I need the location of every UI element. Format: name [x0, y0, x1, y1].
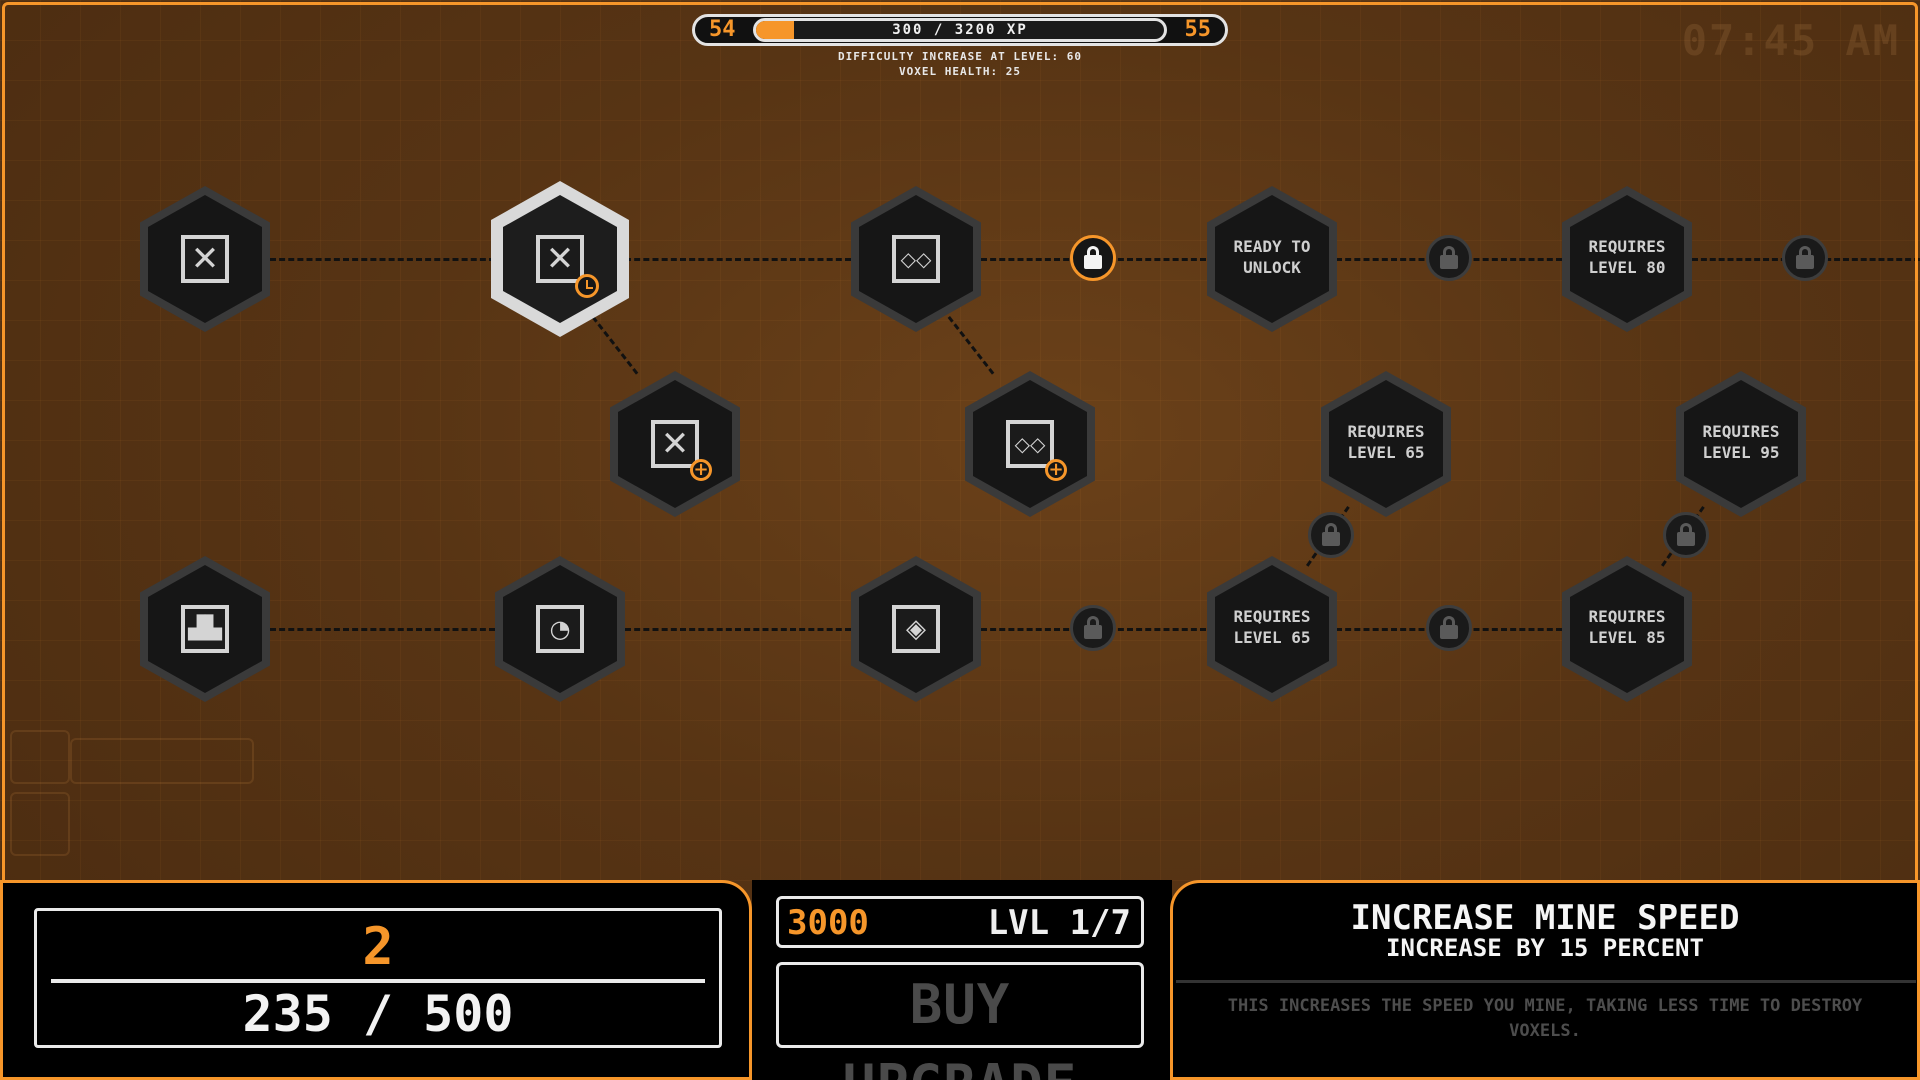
connector — [270, 628, 495, 631]
diamonds-icon: ◇◇ — [892, 235, 940, 283]
upgrade-node-locked[interactable]: REQUIRES LEVEL 95 — [1676, 371, 1806, 517]
lock-icon — [1070, 605, 1116, 651]
plus-icon: + — [1045, 459, 1067, 481]
cross-icon: ✕ — [536, 235, 584, 283]
xp-track: 300 / 3200 XP — [753, 18, 1167, 42]
upgrade-node-locked[interactable]: REQUIRES LEVEL 65 — [1321, 371, 1451, 517]
cost-display: 3000 LVL 1/7 — [776, 896, 1144, 948]
lock-icon[interactable] — [1070, 235, 1116, 281]
upgrade-node-locked[interactable]: REQUIRES LEVEL 85 — [1562, 556, 1692, 702]
node-label: REQUIRES LEVEL 65 — [1347, 422, 1425, 462]
upgrade-description: THIS INCREASES THE SPEED YOU MINE, TAKIN… — [1227, 996, 1863, 1041]
connector — [625, 258, 851, 261]
clock-icon — [575, 274, 599, 298]
resource-progress: 235 / 500 — [242, 985, 514, 1043]
cross-icon: ✕ — [651, 420, 699, 468]
xp-fill — [756, 21, 795, 39]
ghost-tab — [70, 738, 254, 784]
upgrade-node-locked[interactable]: REQUIRES LEVEL 65 — [1207, 556, 1337, 702]
clock: 07:45 AM — [1681, 16, 1900, 65]
upgrade-node-mine-speed[interactable]: 1/7 ✕ — [491, 181, 629, 342]
upgrade-node-locked[interactable]: REQUIRES LEVEL 80 — [1562, 186, 1692, 332]
upgrade-node-cross-plus[interactable]: 1 ✕ + — [610, 371, 740, 521]
node-label: REQUIRES LEVEL 65 — [1233, 607, 1311, 647]
xp-bar: 54 300 / 3200 XP 55 — [692, 14, 1228, 46]
lock-icon — [1782, 235, 1828, 281]
upgrade-cost: 3000 — [787, 903, 869, 943]
cross-icon: ✕ — [181, 235, 229, 283]
upgrade-node-cross[interactable]: 1 ✕ — [140, 186, 270, 336]
upgrade-node-blocks[interactable]: 1 ▟▙ — [140, 556, 270, 706]
divider — [51, 979, 705, 983]
xp-text: 300 / 3200 XP — [892, 22, 1028, 38]
gauge-icon: ◔ — [536, 605, 584, 653]
lock-icon — [1426, 605, 1472, 651]
node-label: REQUIRES LEVEL 95 — [1702, 422, 1780, 462]
diamonds-icon: ◇◇ — [1006, 420, 1054, 468]
node-label: READY TO UNLOCK — [1233, 237, 1311, 277]
resource-counter: 2 235 / 500 — [34, 908, 722, 1048]
upgrade-node-diamond-target[interactable]: 1 ◈ — [851, 556, 981, 706]
upgrade-node-diamonds[interactable]: 1 ◇◇ — [851, 186, 981, 336]
node-label: REQUIRES LEVEL 85 — [1588, 607, 1666, 647]
upgrade-node-diamonds-plus[interactable]: 1/5 ◇◇ + — [965, 371, 1095, 521]
resource-count: 2 — [362, 917, 394, 977]
blocks-icon: ▟▙ — [181, 605, 229, 653]
connector — [270, 258, 495, 261]
diamond-target-icon: ◈ — [892, 605, 940, 653]
difficulty-note: DIFFICULTY INCREASE AT LEVEL: 60 — [838, 50, 1082, 63]
ghost-slot — [10, 792, 70, 856]
upgrade-title: INCREASE MINE SPEED — [1350, 898, 1740, 938]
ghost-slot — [10, 730, 70, 784]
node-label: REQUIRES LEVEL 80 — [1588, 237, 1666, 277]
voxel-health: VOXEL HEALTH: 25 — [899, 65, 1021, 78]
lock-icon — [1426, 235, 1472, 281]
upgrade-level: LVL 1/7 — [987, 903, 1131, 943]
lock-icon — [1663, 512, 1709, 558]
upgrade-subtitle: INCREASE BY 15 PERCENT — [1386, 934, 1704, 962]
divider — [1176, 980, 1916, 983]
buy-upgrade-button[interactable]: BUY UPGRADE — [776, 962, 1144, 1080]
lock-icon — [1308, 512, 1354, 558]
next-level: 55 — [1184, 17, 1212, 42]
connector — [625, 628, 851, 631]
plus-icon: + — [690, 459, 712, 481]
upgrade-node-ready[interactable]: READY TO UNLOCK — [1207, 186, 1337, 332]
current-level: 54 — [709, 17, 736, 42]
upgrade-node-gauge[interactable]: 1/8 ◔ — [495, 556, 625, 706]
